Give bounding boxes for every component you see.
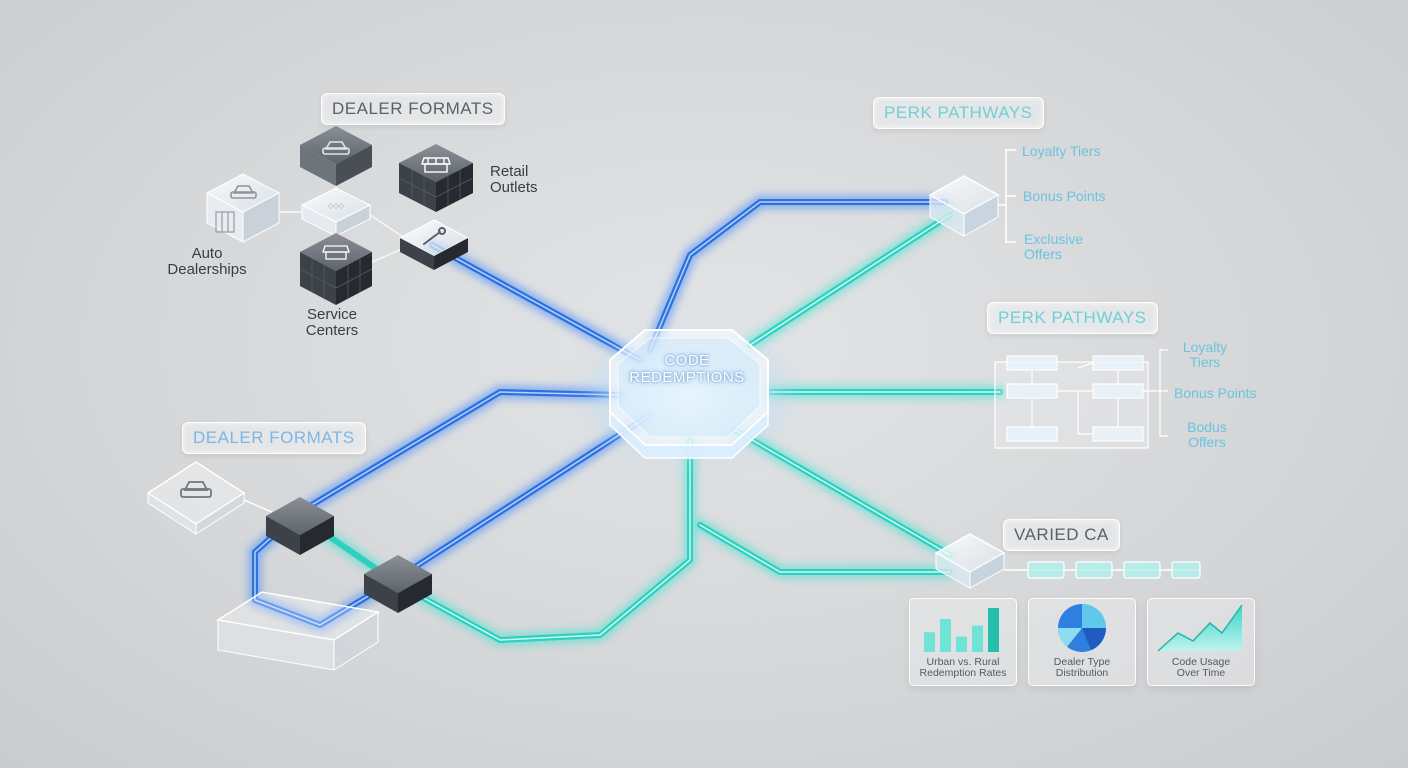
perk-pathways-title-mid: PERK PATHWAYS bbox=[987, 302, 1158, 334]
junction-cube-1[interactable] bbox=[266, 497, 334, 555]
perk-bracket-top bbox=[998, 149, 1016, 243]
car-icon bbox=[230, 185, 257, 199]
varied-ca-node[interactable] bbox=[934, 533, 1006, 589]
auto-dealership-glass-tile[interactable] bbox=[146, 461, 246, 535]
bar-mark bbox=[956, 636, 967, 652]
dealer-cube-cluster: ◇◇◇ bbox=[205, 126, 474, 305]
dealer-format-bottom-group bbox=[146, 461, 432, 671]
svg-text:◇◇◇: ◇◇◇ bbox=[328, 203, 345, 210]
storefront-icon bbox=[421, 157, 451, 173]
area-chart-icon bbox=[1157, 604, 1243, 652]
blue-pathways bbox=[248, 195, 952, 632]
pie-chart-icon bbox=[1057, 604, 1106, 652]
wrench-icon bbox=[423, 227, 446, 245]
card-caption: Dealer Type Distribution bbox=[1053, 656, 1111, 679]
chart-card-redemption-rates[interactable]: Urban vs. Rural Redemption Rates bbox=[909, 598, 1017, 686]
junction-cube-2[interactable] bbox=[364, 555, 432, 613]
dealer-formats-title-bottom: DEALER FORMATS bbox=[182, 422, 366, 454]
auto-dealership-cube-glass[interactable] bbox=[205, 173, 281, 243]
auto-dealership-cube-gray[interactable] bbox=[300, 126, 372, 186]
perk-mid-item-loyalty: Loyalty Tiers bbox=[1182, 339, 1228, 370]
perk-top-item-loyalty: Loyalty Tiers bbox=[1022, 143, 1101, 159]
varied-ca-segments bbox=[1004, 561, 1201, 579]
perk-pathways-title-top: PERK PATHWAYS bbox=[873, 97, 1044, 129]
storefront-icon bbox=[322, 245, 350, 260]
car-icon bbox=[180, 481, 212, 498]
bar-mark bbox=[924, 632, 935, 652]
auto-dealerships-label: Auto Dealerships bbox=[167, 245, 247, 278]
connector-cube-glass: ◇◇◇ bbox=[300, 187, 372, 237]
bar-mark bbox=[940, 619, 951, 652]
varied-ca-title: VARIED CA bbox=[1003, 519, 1120, 551]
service-centers-label: Service Centers bbox=[305, 306, 359, 339]
glass-base-tile bbox=[215, 591, 381, 671]
perk-top-item-exclusive: Exclusive Offers bbox=[1024, 231, 1084, 262]
retail-outlets-label: Retail Outlets bbox=[490, 163, 538, 196]
chart-card-code-usage[interactable]: Code Usage Over Time bbox=[1147, 598, 1255, 686]
car-icon bbox=[322, 141, 350, 155]
card-caption: Urban vs. Rural Redemption Rates bbox=[919, 656, 1007, 679]
code-redemptions-hub[interactable] bbox=[578, 325, 798, 465]
bar-mark bbox=[988, 608, 999, 652]
perk-mid-item-bodus: Bodus Offers bbox=[1187, 419, 1227, 450]
perk-top-item-bonus: Bonus Points bbox=[1023, 188, 1106, 204]
bar-chart-icon bbox=[924, 608, 999, 652]
perk-node-top[interactable] bbox=[928, 175, 1000, 237]
bar-mark bbox=[972, 625, 983, 652]
dealer-formats-title-top: DEALER FORMATS bbox=[321, 93, 505, 125]
card-caption: Code Usage Over Time bbox=[1171, 656, 1231, 679]
hub-label[interactable]: CODE REDEMPTIONS bbox=[629, 352, 745, 386]
perk-flow-panel bbox=[994, 349, 1168, 449]
storefront-icon bbox=[215, 211, 235, 233]
perk-mid-item-bonus: Bonus Points bbox=[1174, 385, 1257, 401]
wrench-connector-cube[interactable] bbox=[398, 219, 470, 270]
teal-pathways bbox=[298, 208, 1007, 647]
chart-card-dealer-type[interactable]: Dealer Type Distribution bbox=[1028, 598, 1136, 686]
retail-outlet-cube[interactable] bbox=[398, 144, 474, 212]
service-center-cube[interactable] bbox=[299, 233, 373, 305]
